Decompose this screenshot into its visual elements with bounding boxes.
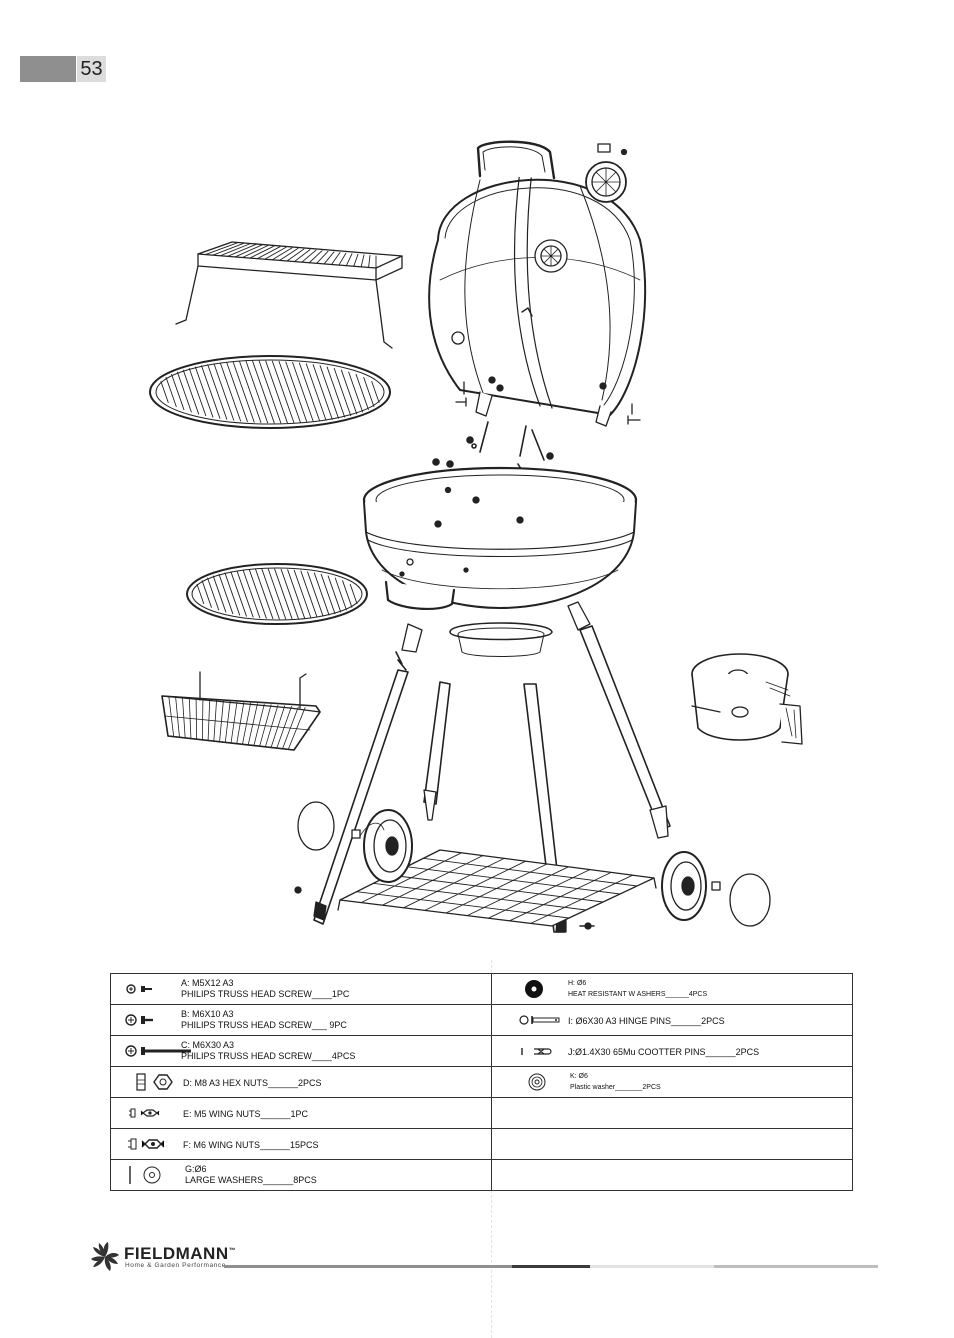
parts-row: D: M8 A3 HEX NUTS______2PCS K: Ø6 Plastic … <box>110 1066 853 1098</box>
plastic-washer-icon <box>526 1067 548 1097</box>
footer-bar-grey <box>224 1265 512 1268</box>
parts-cell-left: E: M5 WING NUTS______1PC <box>110 1097 492 1129</box>
wheels <box>297 801 771 927</box>
part-description: H: Ø6 HEAT RESISTANT W ASHERS______4PCS <box>568 978 707 1000</box>
parts-cell-right <box>491 1128 853 1160</box>
part-spec: A: M5X12 A3 <box>181 978 234 988</box>
charcoal-grate <box>186 563 368 625</box>
parts-cell-right: K: Ø6 Plastic washer_______2PCS <box>491 1066 853 1098</box>
parts-cell-right: I: Ø6X30 A3 HINGE PINS______2PCS <box>491 1004 853 1036</box>
part-spec: K: Ø6 <box>570 1073 588 1080</box>
page-number: 53 <box>77 56 106 82</box>
part-description: D: M8 A3 HEX NUTS______2PCS <box>183 1078 322 1089</box>
truss-screw-medium-icon <box>125 1005 165 1035</box>
parts-cell-right: H: Ø6 HEAT RESISTANT W ASHERS______4PCS <box>491 973 853 1005</box>
part-name-quantity: PHILIPS TRUSS HEAD SCREW____1PC <box>181 989 350 999</box>
part-spec: H: Ø6 <box>568 980 587 987</box>
heat-resistant-washer-icon <box>522 974 546 1004</box>
large-washer-icon <box>125 1160 165 1190</box>
parts-cell-left: D: M8 A3 HEX NUTS______2PCS <box>110 1066 492 1098</box>
bottom-rack <box>337 849 657 927</box>
parts-cell-right <box>491 1097 853 1129</box>
part-name-quantity: LARGE WASHERS______8PCS <box>185 1175 317 1185</box>
part-name-quantity: PHILIPS TRUSS HEAD SCREW____4PCS <box>181 1051 356 1061</box>
page-tab-bar <box>20 56 76 82</box>
hinge-pins <box>455 381 641 425</box>
part-spec: B: M6X10 A3 <box>181 1009 234 1019</box>
ash-catcher <box>691 653 803 745</box>
footer-bar-dark <box>512 1265 590 1268</box>
part-spec: G:Ø6 <box>185 1164 207 1174</box>
fieldmann-logo-icon <box>91 1242 119 1271</box>
wing-nut-icon <box>127 1129 171 1159</box>
parts-cell-right <box>491 1159 853 1191</box>
part-description: I: Ø6X30 A3 HINGE PINS______2PCS <box>568 1016 725 1027</box>
part-description: E: M5 WING NUTS______1PC <box>183 1109 308 1120</box>
parts-row: F: M6 WING NUTS______15PCS <box>110 1128 853 1160</box>
truss-screw-long-icon <box>125 1036 195 1066</box>
side-basket <box>161 671 321 751</box>
part-description: K: Ø6 Plastic washer_______2PCS <box>570 1071 661 1093</box>
hex-nut-icon <box>133 1067 177 1097</box>
part-description: F: M6 WING NUTS______15PCS <box>183 1140 319 1151</box>
parts-cell-left: F: M6 WING NUTS______15PCS <box>110 1128 492 1160</box>
footer-bar-light <box>590 1265 714 1268</box>
truss-screw-small-icon <box>125 974 165 1004</box>
hinge-pin-icon <box>518 1005 566 1035</box>
part-description: J:Ø1.4X30 65Mu COOTTER PINS______2PCS <box>568 1047 759 1058</box>
part-name-quantity: HEAT RESISTANT W ASHERS______4PCS <box>568 991 708 998</box>
part-name-quantity: PHILIPS TRUSS HEAD SCREW___ 9PC <box>181 1020 347 1030</box>
part-spec: J:Ø1.4X30 65Mu COOTTER PINS______2PCS <box>568 1047 760 1057</box>
grill-bowl <box>362 466 638 657</box>
part-name-quantity: Plastic washer_______2PCS <box>570 1084 661 1091</box>
footer-bar-mid <box>714 1265 878 1268</box>
page-number-tab: 53 <box>20 56 106 82</box>
part-spec: C: M6X30 A3 <box>181 1040 235 1050</box>
grill-legs <box>313 601 671 933</box>
warming-rack <box>175 241 403 349</box>
cooking-grate <box>149 355 391 429</box>
wing-nut-small-icon <box>127 1098 167 1128</box>
grill-lid <box>428 140 647 427</box>
part-spec: F: M6 WING NUTS______15PCS <box>183 1140 319 1150</box>
part-spec: D: M8 A3 HEX NUTS______2PCS <box>183 1078 322 1088</box>
parts-cell-right: J:Ø1.4X30 65Mu COOTTER PINS______2PCS <box>491 1035 853 1067</box>
parts-row: E: M5 WING NUTS______1PC <box>110 1097 853 1129</box>
part-spec: E: M5 WING NUTS______1PC <box>183 1109 309 1119</box>
brand-name: FIELDMANN™ <box>124 1244 237 1263</box>
footer: FIELDMANN™ Home & Garden Performance <box>88 1238 888 1278</box>
part-spec: I: Ø6X30 A3 HINGE PINS______2PCS <box>568 1016 725 1026</box>
brand-tagline: Home & Garden Performance <box>125 1262 226 1269</box>
vent-cover <box>585 143 628 203</box>
cotter-pin-icon <box>518 1036 558 1066</box>
bottom-hardware <box>294 886 595 930</box>
exploded-assembly-diagram <box>149 140 803 933</box>
